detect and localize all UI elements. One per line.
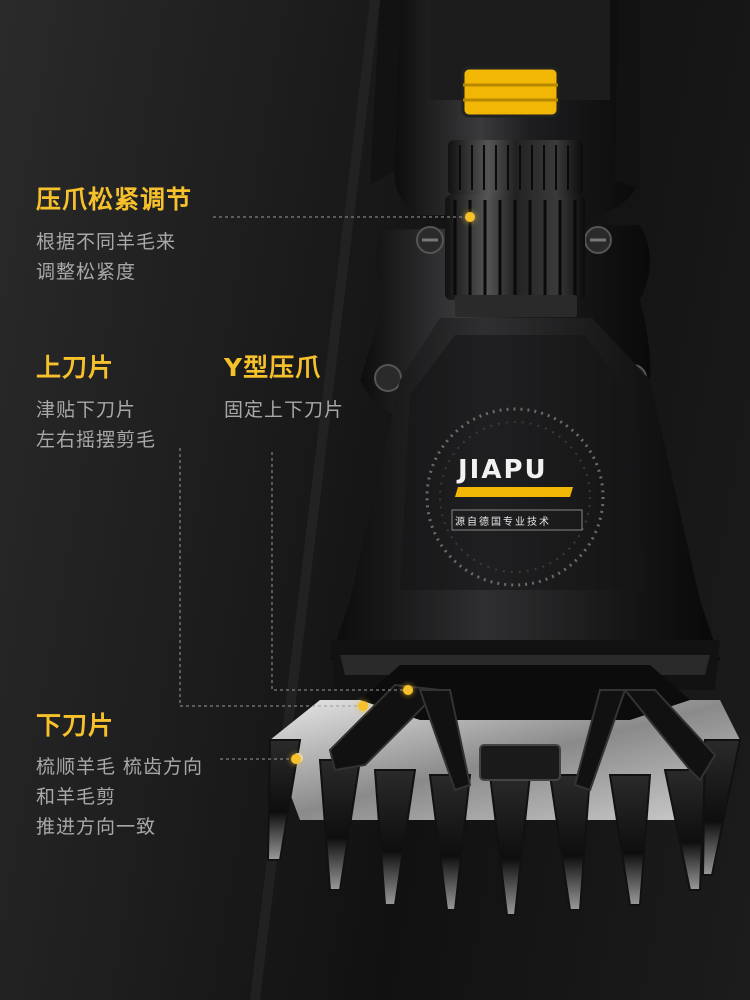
y-claw-title: Y型压爪: [224, 353, 322, 382]
upper-blade-title: 上刀片: [36, 353, 115, 382]
upper-blade-marker: [358, 701, 368, 711]
lower-blade-marker: [291, 754, 301, 764]
lower-blade-title: 下刀片: [36, 711, 115, 740]
power-switch: [461, 66, 560, 118]
tension-knob: [448, 140, 583, 195]
tension-desc-line: 调整松紧度: [36, 261, 137, 283]
y-claw-desc-line: 固定上下刀片: [224, 399, 345, 421]
upper-blade-desc-line: 津贴下刀片: [36, 399, 137, 421]
lower-blade-desc-line: 和羊毛剪: [36, 786, 117, 808]
tension-desc-line: 根据不同羊毛来: [36, 231, 177, 253]
upper-blade-leader: [179, 448, 363, 707]
lower-blade-desc-line: 梳顺羊毛 梳齿方向: [36, 756, 204, 778]
y-claw-leader: [271, 452, 408, 691]
lower-blade-desc-line: 推进方向一致: [36, 816, 157, 838]
brand-logo: JIAPU: [458, 455, 548, 485]
upper-blade-desc: 津贴下刀片 左右摇摆剪毛: [36, 395, 156, 455]
y-claw-marker: [403, 685, 413, 695]
tension-desc: 根据不同羊毛来 调整松紧度: [36, 227, 176, 287]
lower-blade-desc: 梳顺羊毛 梳齿方向 和羊毛剪 推进方向一致: [36, 752, 203, 842]
brand-tagline: 源自德国专业技术: [455, 517, 551, 528]
tension-title: 压爪松紧调节: [36, 185, 193, 214]
upper-blade-desc-line: 左右摇摆剪毛: [36, 429, 157, 451]
y-claw-desc: 固定上下刀片: [224, 395, 344, 425]
tension-marker: [465, 212, 475, 222]
